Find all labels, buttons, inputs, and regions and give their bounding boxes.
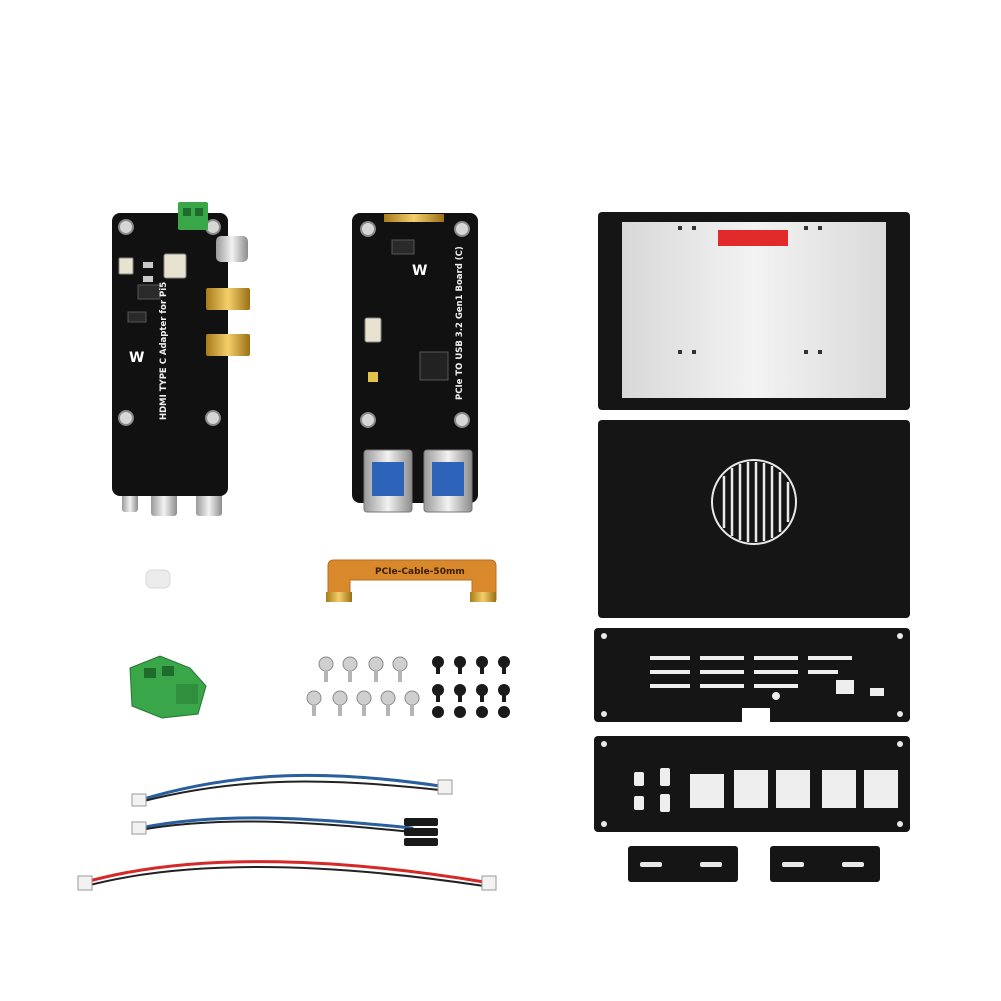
waveshare-logo-2: W [412, 263, 427, 279]
case-front-panel [594, 628, 910, 722]
dupont-connectors [404, 818, 438, 846]
pcie-fpc-cable: PCIe-Cable-50mm [326, 559, 497, 602]
warning-sticker [718, 230, 788, 246]
jst-connector-1 [131, 793, 147, 807]
pcie-usb-board: W PCIe TO USB 3.2 Gen1 Board (C) [352, 213, 478, 513]
micro-hdmi-port-1 [206, 288, 250, 310]
usb-pcb [352, 213, 478, 503]
green-terminal-plug [129, 655, 207, 719]
jst-connector-3 [131, 821, 147, 835]
mounting-bracket-left [628, 846, 738, 882]
usb-board-label: PCIe TO USB 3.2 Gen1 Board (C) [455, 246, 465, 400]
hdmi-pcb [112, 213, 228, 496]
screw-set [306, 656, 510, 718]
waveshare-logo: W [129, 350, 144, 366]
hdmi-adapter-board: W HDMI TYPE C Adapter for Pi5 [112, 202, 250, 516]
usb-c-port [216, 236, 248, 262]
jst-connector-red-left [77, 875, 93, 891]
cable-label: PCIe-Cable-50mm [375, 567, 465, 577]
power-terminal-block [178, 202, 208, 230]
mounting-bracket-right [770, 846, 880, 882]
metal-case [594, 212, 910, 882]
cable-set [84, 773, 486, 887]
jst-connector-red-right [481, 875, 497, 891]
jst-connector-2 [437, 779, 453, 795]
micro-hdmi-port-2 [206, 334, 250, 356]
rubber-foot [145, 569, 171, 589]
hdmi-board-label: HDMI TYPE C Adapter for Pi5 [159, 282, 169, 420]
